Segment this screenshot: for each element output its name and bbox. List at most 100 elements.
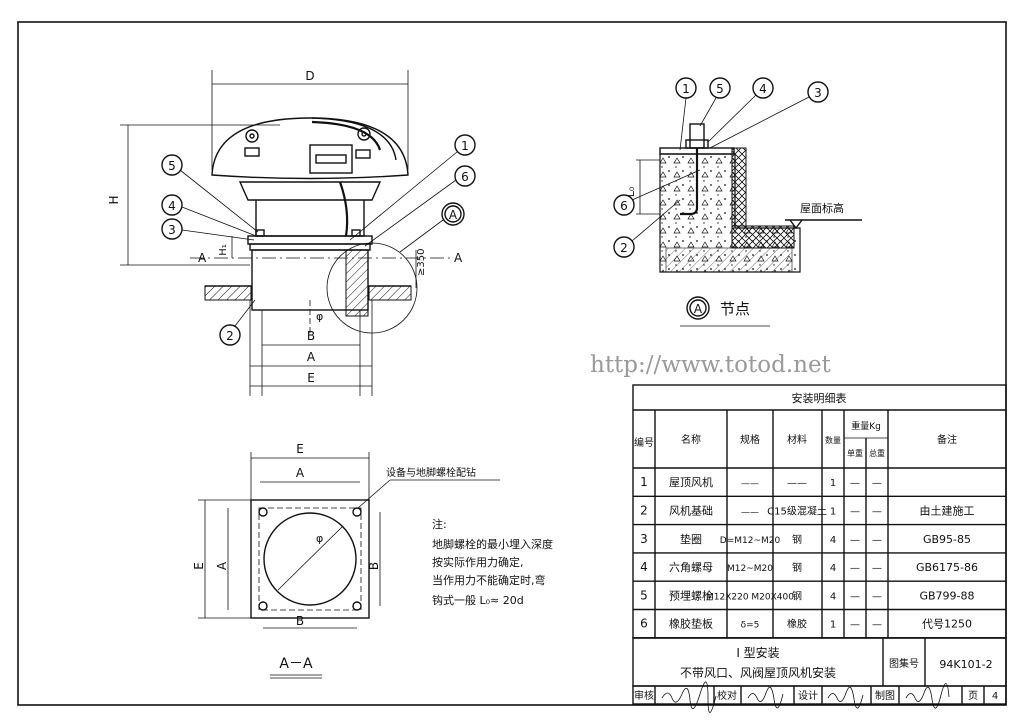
bom-cell-no: 6	[640, 617, 648, 631]
bom-cell-name: 六角螺母	[669, 561, 713, 574]
detail-balloon-5: 5	[716, 82, 724, 96]
dim-L0: L₀	[624, 186, 637, 197]
bom-cell-spec: ——	[741, 479, 759, 489]
detail-balloon-6: 6	[620, 199, 628, 213]
bom-cell-material: 橡胶	[787, 618, 807, 631]
bom-cell-unit_w: —	[850, 620, 860, 631]
bom-cell-qty: 4	[830, 591, 836, 602]
balloon-5: 5	[168, 159, 176, 173]
bom-cell-total_w: —	[872, 563, 882, 574]
bom-cell-qty: 1	[830, 478, 836, 489]
note-line-1: 地脚螺栓的最小埋入深度	[432, 537, 553, 551]
sheet-border	[17, 21, 1007, 706]
bom-cell-remark: 由土建施工	[920, 503, 975, 517]
bom-cell-spec: M12X220 M20X400	[706, 592, 794, 602]
bom-cell-total_w: —	[872, 591, 882, 602]
col-remark: 备注	[937, 433, 957, 446]
dim-H: H	[107, 195, 121, 204]
check-label: 校对	[717, 689, 737, 702]
dim-A: A	[307, 350, 316, 364]
plan-view-aa: E A φ E A B B 设备与地脚螺栓配钻 A－A	[192, 442, 500, 679]
detail-balloon-2: 2	[620, 241, 628, 255]
notes-heading: 注:	[432, 517, 447, 531]
watermark: http://www.totod.net	[590, 352, 832, 378]
bom-cell-qty: 4	[830, 535, 836, 546]
balloon-4: 4	[168, 199, 176, 213]
bom-cell-name: 屋顶风机	[669, 475, 713, 489]
plan-dim-E-left: E	[192, 562, 206, 570]
note-line-4: 钩式一般 L₀≈ 20d	[432, 593, 524, 607]
design-signature	[827, 686, 864, 709]
bom-cell-name: 橡胶垫板	[669, 617, 713, 631]
dim-phi: φ	[316, 310, 323, 323]
plan-dim-A-top: A	[296, 466, 305, 480]
roof-level-label: 屋面标高	[800, 201, 844, 215]
page-no: 4	[992, 691, 998, 702]
section-mark-left: A	[198, 251, 207, 265]
design-label: 设计	[798, 689, 818, 702]
bom-cell-remark: GB6175-86	[916, 561, 978, 574]
bom-cell-total_w: —	[872, 478, 882, 489]
col-no: 编号	[634, 436, 654, 449]
dim-H1: H₁	[218, 244, 229, 256]
bom-cell-unit_w: —	[850, 506, 860, 517]
bom-title: 安装明细表	[792, 391, 847, 405]
bom-cell-material: 钢	[792, 561, 802, 574]
dim-B: B	[307, 329, 315, 343]
draw-label: 制图	[875, 689, 895, 702]
bom-cell-remark: 代号1250	[922, 618, 972, 631]
note-line-3: 当作用力不能确定时,弯	[432, 573, 546, 587]
bom-cell-total_w: —	[872, 506, 882, 517]
bom-cell-remark: GB95-85	[923, 533, 971, 546]
page-label: 页	[968, 690, 978, 702]
type-line: I 型安装	[736, 645, 779, 660]
atlas-no: 94K101-2	[939, 658, 992, 671]
detail-balloon-1: 1	[682, 82, 690, 96]
bom-cell-material: 钢	[792, 589, 802, 602]
dim-350: ≥350	[416, 249, 427, 276]
col-spec: 规格	[740, 433, 760, 446]
bom-cell-qty: 1	[830, 620, 836, 631]
bom-cell-total_w: —	[872, 620, 882, 631]
atlas-label: 图集号	[889, 657, 919, 670]
bom-cell-spec: ——	[741, 507, 759, 517]
title-block: I 型安装 不带风口、风阀屋顶风机安装 图集号 94K101-2 审核 校对 设…	[632, 637, 1007, 713]
bom-cell-name: 预埋螺栓	[669, 588, 713, 602]
bom-cell-name: 垫圈	[680, 532, 702, 546]
bom-cell-no: 2	[640, 503, 648, 517]
section-mark-right: A	[454, 251, 463, 265]
balloon-6: 6	[461, 170, 469, 184]
bolt-note: 设备与地脚螺栓配钻	[386, 466, 476, 479]
bom-cell-material: ——	[787, 478, 807, 489]
bom-cell-total_w: —	[872, 535, 882, 546]
section-title: A－A	[279, 656, 313, 672]
bom-cell-unit_w: —	[850, 591, 860, 602]
detail-balloon-3: 3	[814, 86, 822, 100]
bom-cell-qty: 1	[830, 506, 836, 517]
bom-cell-no: 1	[640, 475, 648, 489]
dim-E: E	[307, 371, 315, 385]
bom-cell-no: 4	[640, 560, 648, 574]
draw-signature	[905, 683, 950, 709]
check-signature	[747, 686, 784, 709]
notes: 注: 地脚螺栓的最小埋入深度 按实际作用力确定, 当作用力不能确定时,弯 钩式一…	[432, 517, 553, 607]
col-material: 材料	[787, 433, 807, 446]
bom-cell-spec: D=M12~M20	[720, 536, 781, 546]
bom-cell-name: 风机基础	[669, 503, 713, 517]
bom-cell-spec: M12~M20	[727, 564, 773, 574]
col-weight: 重量Kg	[851, 420, 881, 432]
review-signature	[661, 681, 717, 713]
col-qty: 数量	[825, 435, 841, 445]
dim-D: D	[305, 69, 314, 83]
note-line-2: 按实际作用力确定,	[432, 555, 524, 569]
bom-cell-no: 3	[640, 532, 648, 546]
fan-elevation: D H A A H₁	[107, 69, 476, 396]
bom-cell-spec: δ=5	[741, 621, 760, 631]
detail-caption: 节点	[720, 300, 750, 318]
col-total-weight: 总重	[869, 448, 885, 458]
detail-caption-marker: A	[694, 302, 703, 316]
bom-cell-remark: GB799-88	[919, 589, 974, 602]
bom-cell-material: C15级混凝土	[767, 504, 827, 517]
